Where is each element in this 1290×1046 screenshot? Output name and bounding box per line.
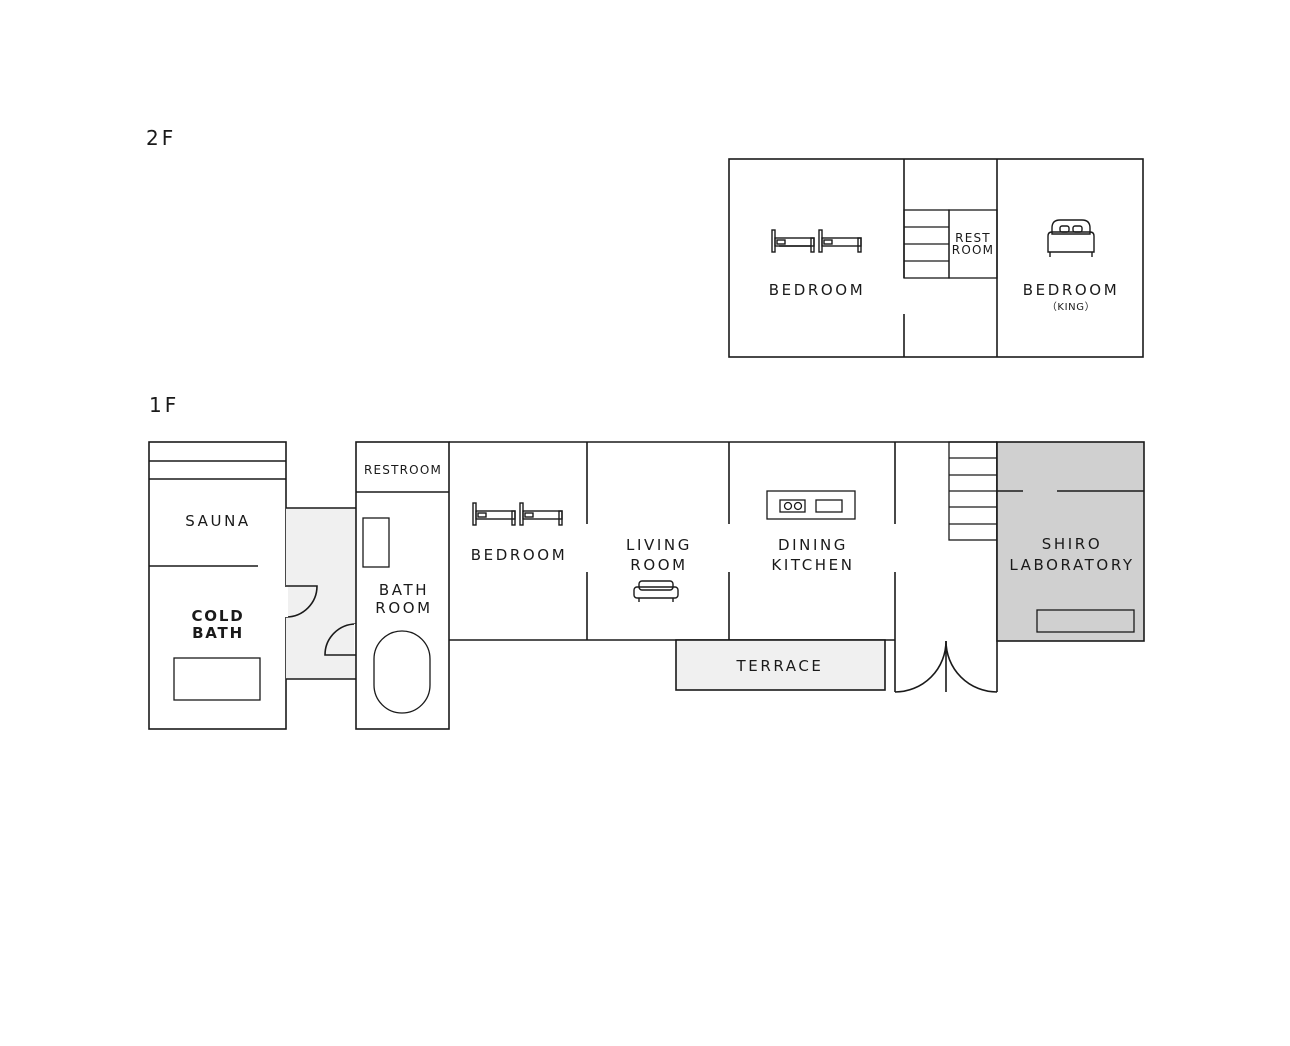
twin-bed-icon (818, 229, 862, 253)
floor-label-1f: 1F (149, 393, 179, 417)
stove-icon (766, 490, 856, 520)
first-floor: SAUNA COLD BATH RESTROOM BATH ROOM (148, 441, 1145, 730)
restroom-1f-label: RESTROOM (364, 463, 442, 477)
restroom-2f-label-line2: ROOM (952, 243, 994, 257)
sofa-icon (633, 580, 679, 602)
door-swing-icon (284, 585, 318, 618)
sink-icon (815, 499, 843, 513)
bedroom-2f-label: BEDROOM (769, 281, 866, 299)
terrace-label: TERRACE (735, 657, 823, 675)
lab-counter (1036, 609, 1135, 633)
bath-room-label-line2: ROOM (375, 599, 432, 617)
bathtub-icon (373, 630, 431, 714)
twin-bed-icon (519, 502, 563, 526)
dining-kitchen-label-line1: DINING (778, 536, 848, 554)
floor-label-2f: 2F (146, 126, 176, 150)
living-room-label-line1: LIVING (626, 536, 692, 554)
cold-bath-tub (173, 657, 261, 701)
sauna-block (148, 441, 287, 730)
shiro-laboratory-label-line1: SHIRO (1042, 535, 1102, 553)
restroom-2f-label-line1: REST (955, 231, 991, 245)
bath-block (355, 441, 450, 730)
sauna-label: SAUNA (185, 512, 251, 530)
corridor (286, 508, 356, 679)
bedroom-1f-label: BEDROOM (471, 546, 568, 564)
shiro-laboratory-label-line2: LABORATORY (1009, 556, 1134, 574)
twin-bed-icon (472, 502, 516, 526)
shiro-laboratory (996, 441, 1145, 642)
bedroom-king-note: （KING） (1047, 301, 1095, 313)
living-room-label-line2: ROOM (630, 556, 687, 574)
twin-bed-icon (771, 229, 815, 253)
bath-room-label-line1: BATH (379, 581, 429, 599)
sink-icon (362, 517, 390, 568)
second-floor-outline (728, 158, 1144, 358)
cold-bath-label-line2: BATH (192, 624, 244, 642)
door-swing-icon (894, 640, 998, 693)
stairs-icon (948, 441, 998, 541)
dining-kitchen-label-line2: KITCHEN (771, 556, 854, 574)
stairs-icon (903, 209, 950, 279)
restroom-2f (948, 209, 998, 279)
bedroom-king-label: BEDROOM (1023, 281, 1120, 299)
king-bed-icon (1047, 219, 1095, 257)
terrace (675, 639, 886, 691)
second-floor: REST ROOM BEDROOM BEDROOM （KING） (728, 158, 1144, 358)
cold-bath-label-line1: COLD (192, 607, 245, 625)
